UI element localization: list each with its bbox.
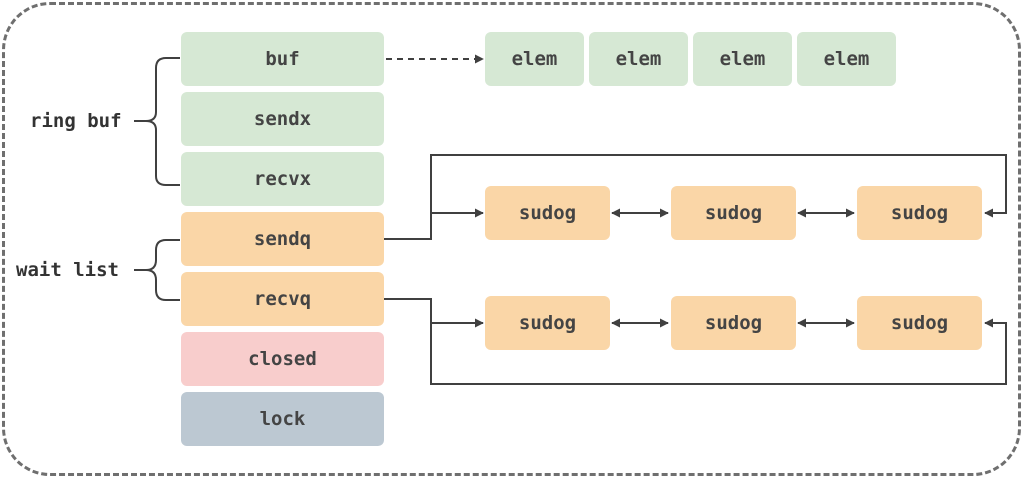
recv-queue-sudog: sudog (671, 296, 796, 350)
buffer-elem: elem (797, 32, 896, 86)
channel-struct-frame (2, 2, 1021, 476)
buffer-elem: elem (485, 32, 584, 86)
wait-list-brace (134, 239, 180, 301)
send-queue-sudog: sudog (857, 186, 982, 240)
field-buf: buf (181, 32, 384, 86)
send-queue-sudog: sudog (671, 186, 796, 240)
field-lock: lock (181, 392, 384, 446)
recvq-link (384, 298, 1007, 385)
recv-queue-sudog: sudog (857, 296, 982, 350)
ring-buf-label: ring buf (30, 110, 122, 132)
recv-queue-sudog: sudog (485, 296, 610, 350)
sendq-link (384, 154, 1007, 240)
field-recvq: recvq (181, 272, 384, 326)
buffer-elem: elem (693, 32, 792, 86)
field-sendx: sendx (181, 92, 384, 146)
field-recvx: recvx (181, 152, 384, 206)
field-closed: closed (181, 332, 384, 386)
ring-buf-brace (134, 57, 180, 186)
field-sendq: sendq (181, 212, 384, 266)
buffer-elem: elem (589, 32, 688, 86)
wait-list-label: wait list (16, 259, 119, 281)
send-queue-sudog: sudog (485, 186, 610, 240)
